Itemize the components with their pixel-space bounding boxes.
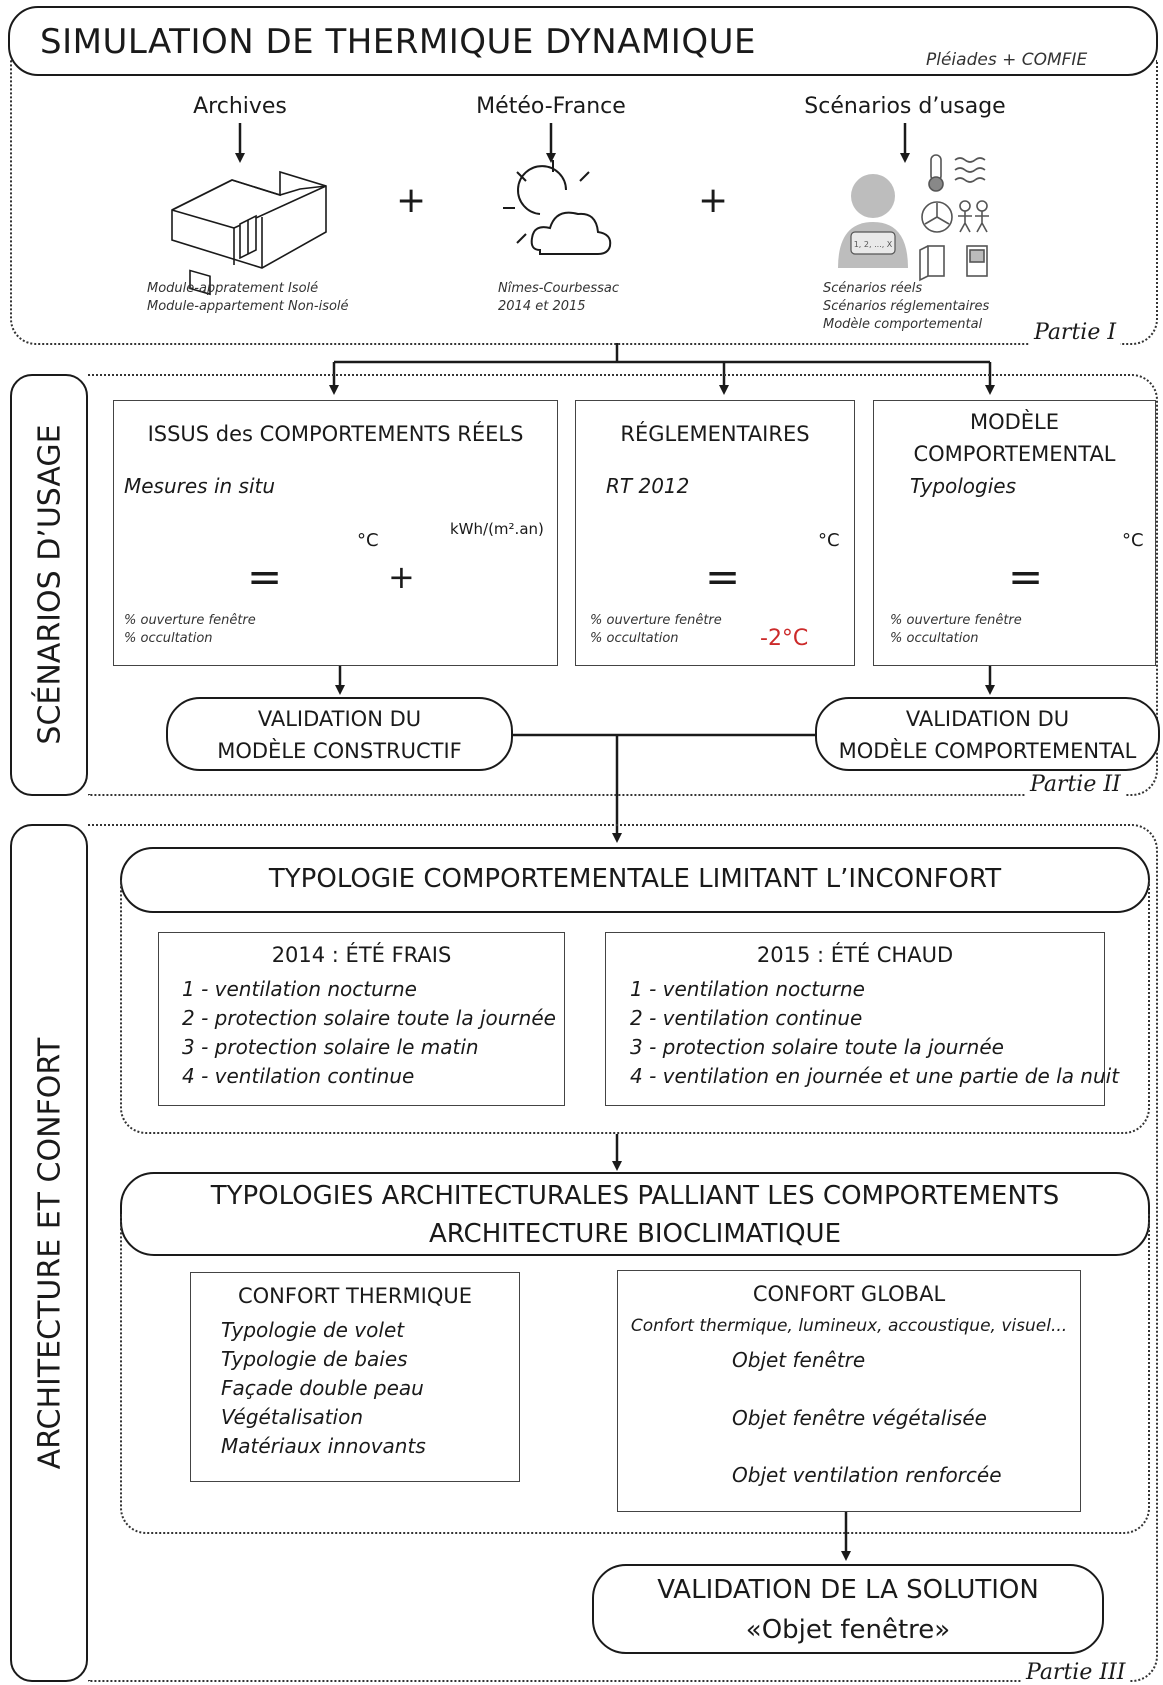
tool-name: Pléiades + COMFIE	[926, 50, 1088, 70]
typology-title-box: TYPOLOGIE COMPORTEMENTALE LIMITANT L’INC…	[120, 847, 1150, 913]
thermal-comfort-box	[190, 1272, 520, 1482]
input-label-meteo: Météo-France	[476, 94, 626, 119]
architecture-title-box: TYPOLOGIES ARCHITECTURALES PALLIANT LES …	[120, 1172, 1150, 1256]
global-comfort-box	[617, 1270, 1081, 1512]
input-label-scenarios: Scénarios d’usage	[804, 94, 1006, 119]
summer-2015-title: 2015 : ÉTÉ CHAUD	[756, 943, 954, 967]
temperature-gap-value: -2°C	[760, 626, 809, 651]
plus-sign: +	[396, 180, 427, 221]
list-item: 3 - protection solaire le matin	[182, 1035, 479, 1059]
energy-unit: kWh/(m².an)	[450, 520, 544, 538]
summer-2014-list: 1 - ventilation nocturne 2 - protection …	[182, 975, 556, 1091]
list-item: 4 - ventilation continue	[182, 1064, 415, 1088]
part-iii-label: Partie III	[1022, 1660, 1130, 1685]
scenario-notes-reel: % ouverture fenêtre% occultation	[124, 613, 256, 646]
global-comfort-item-3: Objet ventilation renforcée	[732, 1463, 1002, 1487]
scenario-title-reglementaire: RÉGLEMENTAIRES	[620, 422, 810, 446]
part-i-frame	[10, 60, 1158, 345]
summer-2014-title: 2014 : ÉTÉ FRAIS	[271, 943, 452, 967]
global-comfort-title: CONFORT GLOBAL	[752, 1282, 946, 1306]
plus-sign: +	[698, 180, 729, 221]
side-label-architecture: ARCHITECTURE ET CONFORT	[32, 1037, 68, 1470]
part-ii-frame	[88, 374, 1158, 796]
final-validation-subtitle: «Objet fenêtre»	[745, 1615, 951, 1645]
summer-2014-box	[158, 932, 565, 1106]
sun-cloud-icon	[503, 160, 612, 255]
temp-unit: °C	[357, 530, 379, 551]
scenario-box-reglementaire	[575, 400, 855, 666]
equals-sign: =	[1008, 552, 1044, 601]
final-validation-title: VALIDATION DE LA SOLUTION	[657, 1575, 1039, 1605]
list-item: Typologie de volet	[221, 1318, 405, 1342]
usage-small-icons	[919, 154, 989, 282]
list-item: 2 - ventilation continue	[630, 1006, 863, 1030]
list-item: 3 - protection solaire toute la journée	[630, 1035, 1004, 1059]
scenario-source-modele: Typologies	[910, 474, 1017, 498]
scenario-source-reel: Mesures in situ	[124, 474, 276, 498]
list-item: 1 - ventilation nocturne	[630, 977, 865, 1001]
plus-sign: +	[388, 558, 415, 596]
global-comfort-item-2: Objet fenêtre végétalisée	[732, 1406, 987, 1430]
side-label-box-scenarios	[10, 374, 88, 796]
svg-text:1, 2, ..., X: 1, 2, ..., X	[854, 240, 893, 249]
part-iii-frame	[88, 824, 1158, 1682]
equals-sign: =	[705, 552, 741, 601]
list-item: 2 - protection solaire toute la journée	[182, 1006, 556, 1030]
temp-unit: °C	[818, 530, 840, 551]
part-ii-label: Partie II	[1026, 772, 1125, 797]
list-item: 1 - ventilation nocturne	[182, 977, 417, 1001]
list-item: 4 - ventilation en journée et une partie…	[630, 1064, 1120, 1088]
scenario-title-reel: ISSUS des COMPORTEMENTS RÉELS	[147, 422, 524, 446]
side-label-box-architecture	[10, 824, 88, 1682]
thermal-comfort-title: CONFORT THERMIQUE	[237, 1284, 473, 1308]
global-comfort-subtitle: Confort thermique, lumineux, accoustique…	[630, 1316, 1068, 1336]
list-item: Matériaux innovants	[221, 1434, 426, 1458]
list-item: Végétalisation	[221, 1405, 364, 1429]
global-comfort-item-1: Objet fenêtre	[732, 1348, 866, 1372]
temp-unit: °C	[1122, 530, 1144, 551]
input-label-archives: Archives	[193, 94, 287, 119]
occupant-icon: 1, 2, ..., X	[838, 174, 908, 268]
final-validation-box: VALIDATION DE LA SOLUTION «Objet fenêtre…	[592, 1564, 1104, 1654]
architecture-title: TYPOLOGIES ARCHITECTURALES PALLIANT LES …	[210, 1181, 1060, 1211]
architecture-frame	[120, 1214, 1150, 1534]
scenario-notes-modele: % ouverture fenêtre% occultation	[890, 613, 1022, 646]
header-title-box	[8, 6, 1158, 76]
page-title: SIMULATION DE THERMIQUE DYNAMIQUE	[40, 22, 756, 62]
list-item: Façade double peau	[221, 1376, 424, 1400]
side-label-scenarios: SCÉNARIOS D’USAGE	[32, 424, 68, 745]
summer-2015-box	[605, 932, 1105, 1106]
thermal-comfort-list: Typologie de volet Typologie de baies Fa…	[221, 1316, 426, 1461]
equals-sign: =	[247, 552, 283, 601]
typology-title: TYPOLOGIE COMPORTEMENTALE LIMITANT L’INC…	[268, 864, 1002, 894]
architecture-subtitle: ARCHITECTURE BIOCLIMATIQUE	[428, 1219, 841, 1249]
summer-2015-list: 1 - ventilation nocturne 2 - ventilation…	[630, 975, 1119, 1091]
scenario-box-reel	[113, 400, 558, 666]
building-icon	[171, 170, 327, 296]
scenario-source-reglementaire: RT 2012	[606, 474, 690, 498]
typology-frame	[120, 880, 1150, 1134]
scenario-notes-reglementaire: % ouverture fenêtre% occultation	[590, 613, 722, 646]
list-item: Typologie de baies	[221, 1347, 408, 1371]
scenario-box-modele	[873, 400, 1156, 666]
part-i-label: Partie I	[1030, 320, 1121, 345]
